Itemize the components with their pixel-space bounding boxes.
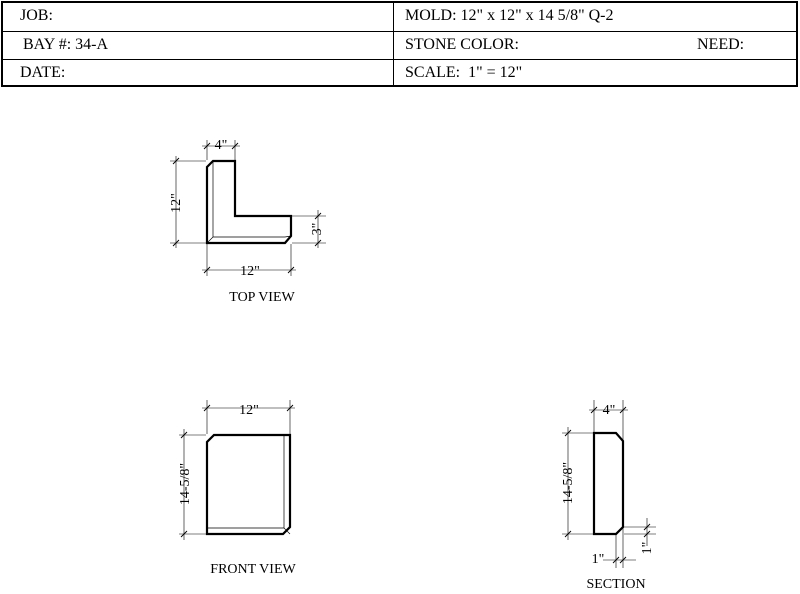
title-block-divider xyxy=(393,3,394,85)
section-dim-top: 4" xyxy=(603,403,616,418)
title-row-3: DATE: SCALE: 1" = 12" xyxy=(3,59,796,88)
stone-color-label: STONE COLOR: xyxy=(405,36,519,53)
top-view-l-outline xyxy=(205,159,293,245)
bay-label: BAY #: 34-A xyxy=(23,36,109,53)
job-label: JOB: xyxy=(20,7,53,24)
date-label: DATE: xyxy=(20,64,66,81)
section-view: 4" 14-5/8" 1" 1" SECTION xyxy=(561,400,656,592)
top-view: 4" 12" 3" 12" TOP VIEW xyxy=(169,138,326,305)
top-view-dim-right: 3" xyxy=(310,223,325,236)
front-view-bevel-lines xyxy=(207,435,291,535)
section-dim-bottom: 1" xyxy=(592,552,605,567)
front-view: 12" 14-5/8" FRONT VIEW xyxy=(178,400,296,577)
front-view-outline xyxy=(205,433,292,536)
section-caption: SECTION xyxy=(586,577,645,592)
title-row-2: BAY #: 34-A STONE COLOR: NEED: xyxy=(3,31,796,60)
scale-label: SCALE: 1" = 12" xyxy=(405,64,523,81)
title-block: JOB: MOLD: 12" x 12" x 14 5/8" Q-2 BAY #… xyxy=(1,1,798,87)
section-dim-left: 14-5/8" xyxy=(561,462,576,504)
front-view-dim-top: 12" xyxy=(239,403,259,418)
top-view-caption: TOP VIEW xyxy=(229,290,295,305)
section-dim-right: 1" xyxy=(640,542,655,555)
mold-label: MOLD: 12" x 12" x 14 5/8" Q-2 xyxy=(405,7,614,24)
front-view-caption: FRONT VIEW xyxy=(210,562,296,577)
top-view-dim-left: 12" xyxy=(169,193,184,213)
need-label: NEED: xyxy=(697,36,745,53)
section-outline xyxy=(592,431,625,536)
top-view-dim-top: 4" xyxy=(215,138,228,153)
top-view-bevel-lines xyxy=(206,161,292,244)
front-view-dim-left: 14-5/8" xyxy=(178,463,193,505)
top-view-dim-bottom: 12" xyxy=(240,264,260,279)
title-row-1: JOB: MOLD: 12" x 12" x 14 5/8" Q-2 xyxy=(3,3,796,31)
